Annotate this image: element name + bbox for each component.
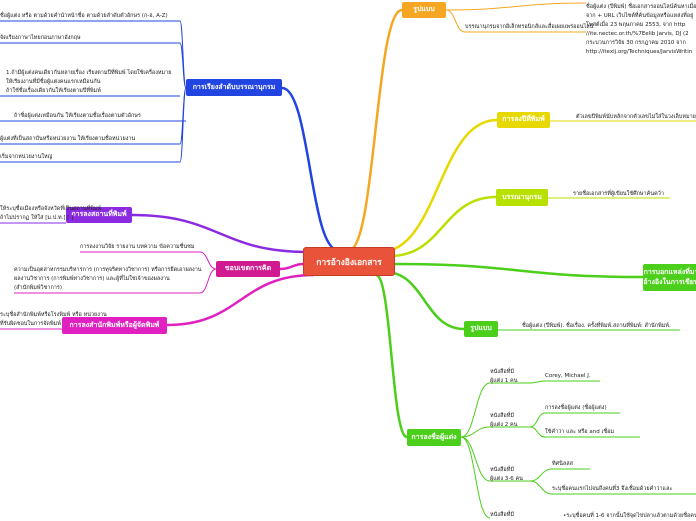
- link-format-top-text: [445, 2, 587, 11]
- format-top-text-c: โพสต์เมื่อ 23 พฤษภาคม 2553, จาก http: [586, 22, 686, 28]
- bib-order-text-6: เริ่มจากหน่วยงานใหญ่: [0, 154, 53, 160]
- link-scope-t2: [199, 268, 217, 294]
- authors-three-label-a: หนังสือที่มี: [490, 467, 514, 473]
- branch-bib-order: [281, 86, 339, 252]
- node-bibliography[interactable]: บรรณานุกรม: [496, 189, 548, 206]
- branch-format-top: [348, 8, 403, 252]
- bib-order-text-4: ถ้าชื่อผู้แต่งเหมือนกัน ให้เรียงตามชื่อเ…: [14, 113, 141, 119]
- authors-three-example-2: ระบุชื่อคนแรกไปจนถึงคนที่3 จึงเชื่อมด้วย…: [552, 486, 673, 492]
- authors-three-label: หนังสือที่มี ผู้แต่ง 3-6 คน: [490, 466, 523, 483]
- node-bib-order[interactable]: การเรียงลำดับบรรณานุกรม: [186, 79, 282, 96]
- branch-scope: [279, 262, 305, 271]
- link-bib-t2: [179, 42, 187, 89]
- format-top-text-f: http://itexij.org/Techniques/JarvisWriti…: [586, 49, 693, 55]
- link-authors-two: [460, 426, 491, 438]
- authors-one-label: หนังสือที่มี ผู้แต่ง 1 คน: [490, 368, 517, 385]
- link-authors-three: [460, 436, 491, 482]
- bib-order-text-3a: 1.ถ้ามีผู้แต่งคนเดียวกันหลายเรื่อง เรียง…: [6, 70, 172, 76]
- node-publisher[interactable]: การลงสำนักพิมพ์หรือผู้จัดพิมพ์: [62, 317, 167, 334]
- branch-pub-place: [131, 213, 309, 254]
- scope-text-2b: ผลงานวิชาการ (การพิมพ์ทางวิชาการ) และผู้…: [14, 276, 170, 282]
- publisher-text-2: ที่รับผิดชอบในการจัดพิมพ์: [0, 321, 61, 327]
- link-bib-t6: [179, 87, 187, 163]
- pub-year-text: ตัวเลขปีพิมพ์นับหลักจากตัวเลขไม่ใส่ในวงเ…: [576, 114, 696, 120]
- link-three-ex2: [529, 480, 553, 495]
- source-reference-label-b: อ้างอิงในการเขียน: [643, 277, 696, 286]
- node-source-reference[interactable]: การบอกแหล่งที่มา อ้างอิงในการเขียน: [643, 264, 696, 291]
- branch-publisher: [166, 273, 315, 327]
- authors-one-label-a: หนังสือที่มี: [490, 369, 514, 375]
- authors-one-label-b: ผู้แต่ง 1 คน: [490, 377, 518, 384]
- branch-source-reference: [393, 262, 644, 279]
- authors-two-label-b: ผู้แต่ง 2 คน: [490, 421, 518, 428]
- central-topic[interactable]: การอ้างอิงเอกสาร: [304, 248, 394, 275]
- format-top-text-b: จาก + URL เว็บไซต์ที่ค้นข้อมูลหรือแหล่งท…: [586, 13, 694, 19]
- pub-place-text-2: ถ้าไม่ปรากฏ ให้ใส่ [ม.ป.ท.] [ ]: [0, 215, 74, 221]
- branch-authors: [374, 273, 409, 439]
- authors-more-label: หนังสือที่มี: [490, 512, 514, 518]
- format-top-text-a: ชื่อผู้แต่ง (ปีพิมพ์) ชื่อเอกสารออนไลน์ค…: [586, 4, 696, 10]
- link-authors-one: [460, 382, 491, 438]
- format-top-text-e: กระบวนการวิจัย 30 กรกฎาคม 2010 จาก: [586, 40, 686, 46]
- link-two-ex2: [529, 426, 546, 438]
- authors-two-label: หนังสือที่มี ผู้แต่ง 2 คน: [490, 412, 517, 429]
- link-authors-more: [460, 436, 491, 519]
- bib-order-text-1: ชื่อผู้แต่ง หรือ ตามด้วยคำนำหน้าชื่อ ตาม…: [0, 13, 168, 19]
- scope-text-2a: ความเป็นอุตสาหกรรมบริหารการ (การทุจริตทา…: [14, 267, 202, 273]
- link-format-top-sub: [445, 9, 466, 33]
- node-scope[interactable]: ขอบเขตการคิด: [216, 261, 280, 277]
- node-pub-place[interactable]: การลงสถานที่พิมพ์: [66, 207, 132, 223]
- authors-two-label-a: หนังสือที่มี: [490, 413, 514, 419]
- link-three-ex1: [529, 468, 553, 482]
- branch-format-mid: [384, 270, 465, 331]
- pub-place-text-1: ให้ระบุชื่อเมืองหรือจังหวัดที่เป็นสถานที…: [0, 206, 102, 212]
- bib-order-text-3c: ถ้าใช้ชื่อเรื่องเดียวกันให้เรียงตามปีที่…: [6, 88, 101, 94]
- source-reference-label-a: การบอกแหล่งที่มา: [643, 268, 696, 277]
- node-format-mid[interactable]: รูปแบบ: [464, 321, 498, 337]
- bib-order-text-2: จัดเรียงภาษาไทยก่อนภาษาอังกฤษ: [0, 35, 81, 41]
- format-mid-text: ชื่อผู้แต่ง (ปีพิมพ์). ชื่อเรื่อง. ครั้ง…: [522, 323, 671, 329]
- node-pub-year[interactable]: การลงปีที่พิมพ์: [497, 112, 550, 128]
- authors-two-example-2: ใช้คำว่า และ หรือ and เชื่อม: [545, 429, 614, 435]
- authors-two-example-1: การลงชื่อผู้แต่ง (ชื่อผู้แต่ง): [545, 405, 607, 411]
- authors-three-example-1: ทิศนิลล่ส: [552, 461, 573, 467]
- scope-text-1: การลงงานวิจัย รายงาน บทความ ข้อความชื่นช…: [80, 244, 195, 250]
- branch-bibliography: [389, 195, 497, 258]
- authors-three-label-b: ผู้แต่ง 3-6 คน: [490, 475, 523, 482]
- format-top-text-d: //ite.nectec.or.th/%7Eelib Jarvis, DJ (2: [586, 31, 689, 37]
- branch-pub-year: [379, 118, 498, 254]
- authors-one-example: Corey, Michael J.: [545, 373, 591, 379]
- node-format-top[interactable]: รูปแบบ: [402, 2, 446, 18]
- node-authors[interactable]: การลงชื่อผู้แต่ง: [407, 429, 461, 446]
- link-scope-t1: [199, 251, 217, 270]
- authors-more-example: •ระบุชื่อคนที่ 1-6 จากนั้นใช้จุดไข่ปลาแล…: [563, 513, 696, 519]
- link-one-ex: [529, 380, 546, 384]
- publisher-text-1: ระบุชื่อสำนักพิมพ์หรือโรงพิมพ์ หรือ หน่ว…: [0, 312, 107, 318]
- format-top-sub-label: บรรณานุกรมจากอิเล็กทรอนิกส์และสื่อเผยแพร…: [465, 24, 594, 30]
- link-bib-t1: [179, 20, 187, 89]
- link-two-ex1: [529, 412, 546, 428]
- scope-text-2c: (สำนักพิมพ์วิชาการ): [14, 285, 62, 291]
- bib-order-text-3b: ให้เรียงงานที่มีชื่อผู้แต่งคนแรกเหมือนกั…: [6, 79, 101, 85]
- bib-order-text-5: ผู้แต่งที่เป็นสถาบันหรือหน่วยงาน ให้เรีย…: [0, 136, 136, 142]
- bibliography-text: รายชื่อเอกสารที่ผู้เขียนใช้ศึกษาค้นคว้า: [573, 191, 664, 197]
